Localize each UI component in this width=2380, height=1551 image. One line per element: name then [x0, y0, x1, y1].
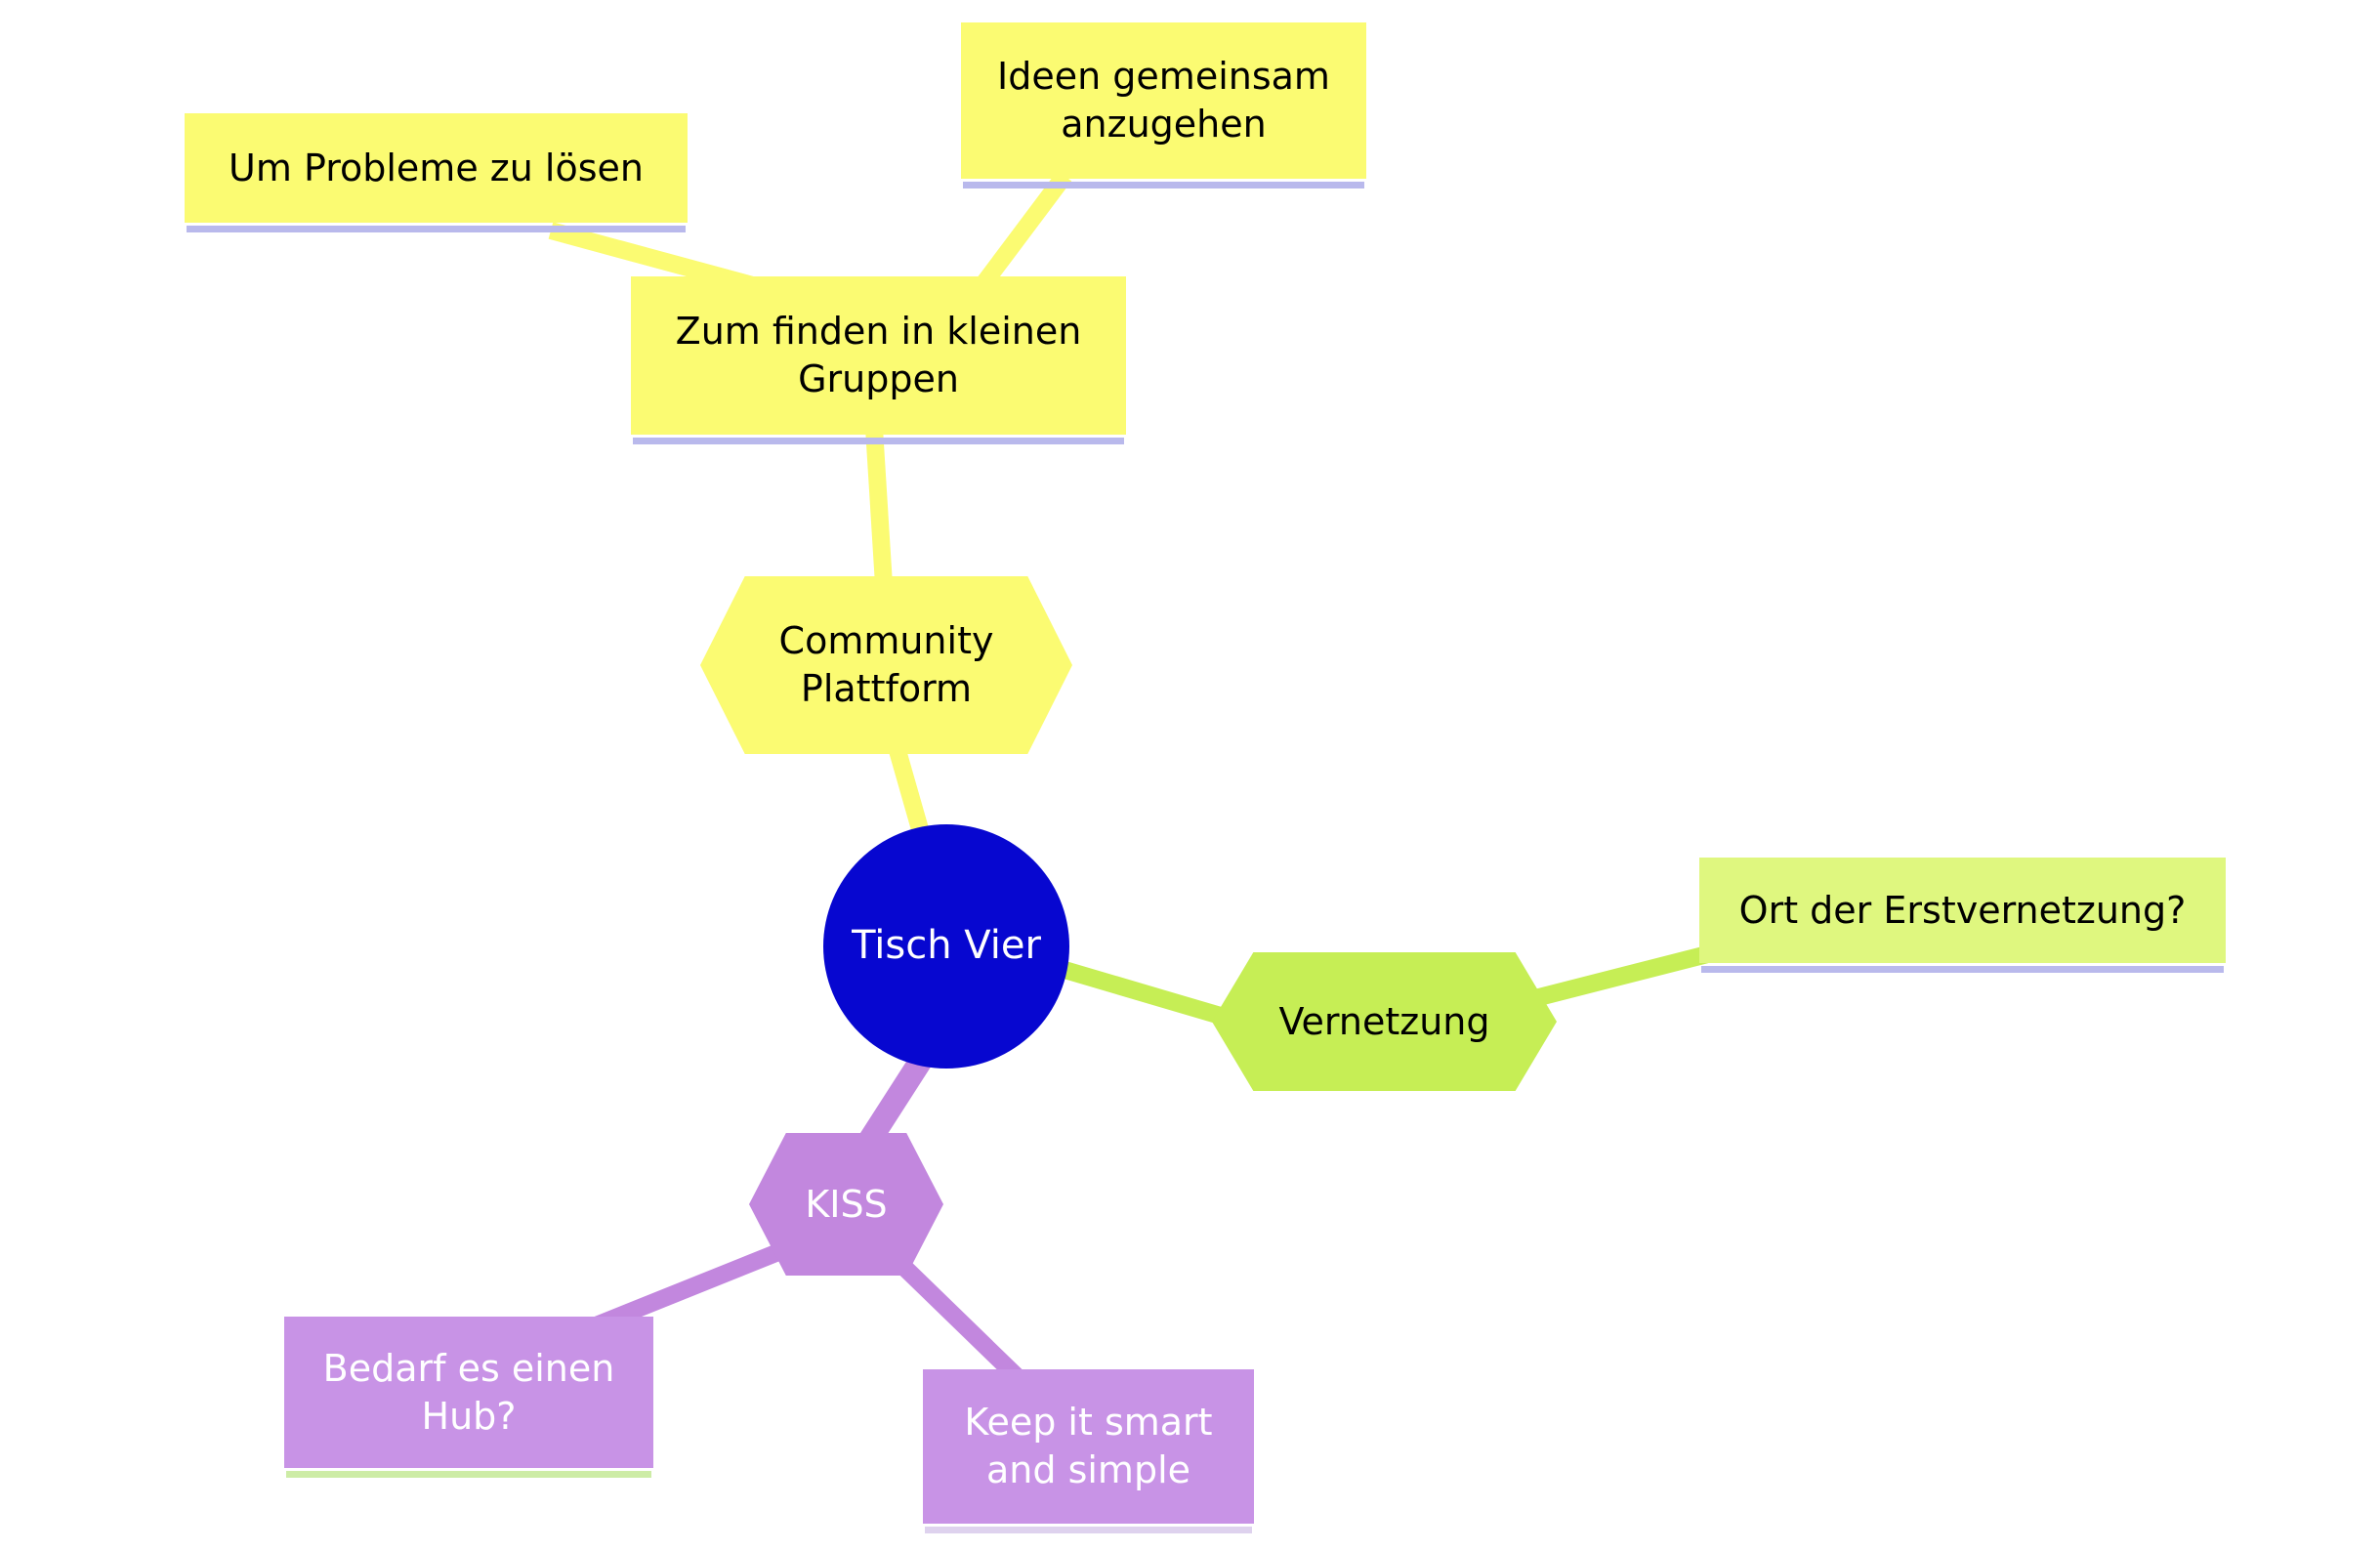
node-label: Community Plattform	[778, 619, 994, 710]
node-label: Vernetzung	[1278, 999, 1490, 1043]
node-label: Tisch Vier	[852, 923, 1041, 969]
node-label: Ideen gemeinsam anzugehen	[997, 55, 1330, 146]
edge-kiss-keep	[884, 1247, 1032, 1392]
node-label: Zum finden in kleinen Gruppen	[675, 310, 1082, 400]
node-label: Bedarf es einen Hub?	[322, 1346, 615, 1438]
edge-zum-finden-community	[865, 427, 894, 602]
node-um-probleme[interactable]: Um Probleme zu lösen	[185, 113, 688, 232]
node-ideen-gemeinsam[interactable]: Ideen gemeinsam anzugehen	[961, 22, 1366, 189]
node-tisch-vier-center[interactable]: Tisch Vier	[823, 824, 1069, 1069]
node-ort-der-erstvernetzung[interactable]: Ort der Erstvernetzung?	[1699, 858, 2226, 973]
node-label: Keep it smart and simple	[964, 1401, 1213, 1491]
node-keep-it-smart[interactable]: Keep it smart and simple	[923, 1369, 1254, 1533]
node-kiss[interactable]: KISS	[749, 1133, 943, 1276]
node-zum-finden[interactable]: Zum finden in kleinen Gruppen	[631, 276, 1126, 444]
node-bedarf-hub[interactable]: Bedarf es einen Hub?	[284, 1317, 653, 1478]
node-label: KISS	[805, 1182, 888, 1226]
node-label: Um Probleme zu lösen	[229, 146, 644, 189]
node-label: Ort der Erstvernetzung?	[1738, 888, 2187, 932]
edge-center-vernetzung	[1052, 958, 1243, 1030]
node-vernetzung[interactable]: Vernetzung	[1212, 952, 1557, 1091]
edge-ideen-zum-finden	[969, 170, 1072, 299]
edge-kiss-bedarf	[580, 1237, 797, 1339]
node-community-plattform[interactable]: Community Plattform	[700, 576, 1072, 754]
